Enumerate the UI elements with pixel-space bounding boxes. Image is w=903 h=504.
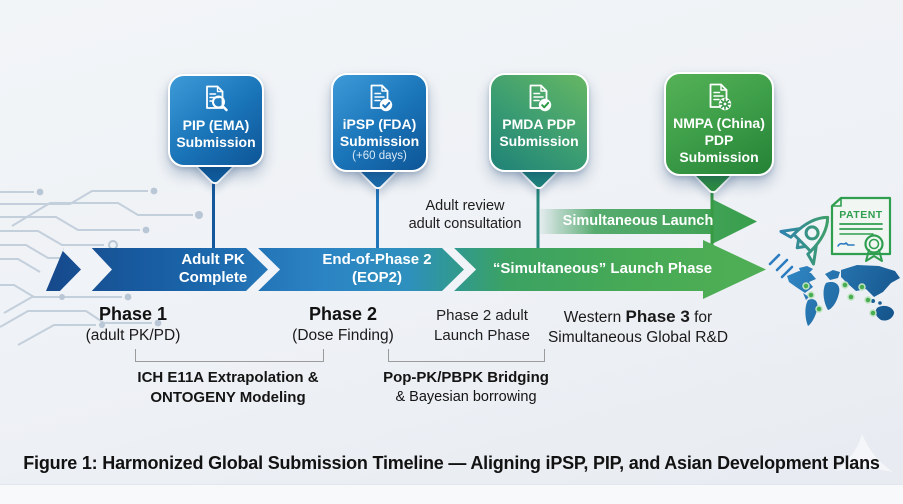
phase-3-bold: Phase 3 — [625, 307, 690, 326]
launch-arrow-label: Simultaneous Launch — [562, 213, 714, 229]
phase-3-pre: Western — [563, 309, 626, 326]
phase-2-adult-launch-label: Phase 2 adult Launch Phase — [434, 307, 530, 344]
bracket-phase1-2 — [135, 349, 324, 362]
document-check-icon — [370, 84, 392, 112]
phase-3-line2: Simultaneous Global R&D — [547, 329, 729, 347]
callout-nmpa-pdp: NMPA (China) PDP Submission — [664, 72, 774, 176]
callout-note: (+60 days) — [352, 149, 407, 162]
simultaneous-launch-arrow — [540, 199, 757, 244]
sail-ornament — [836, 434, 893, 472]
band-chevrons — [56, 241, 477, 298]
phase-1-label: Phase 1 (adult PK/PD) — [58, 304, 208, 345]
phase-2-label: Phase 2 (Dose Finding) — [268, 304, 418, 345]
map-location-dots — [802, 281, 877, 317]
phase-subtitle: (adult PK/PD) — [85, 326, 181, 344]
bottom-strip — [0, 484, 903, 504]
callout-ipsp-fda: iPSP (FDA) Submission (+60 days) — [331, 73, 428, 172]
figure-caption: Figure 1: Harmonized Global Submission T… — [23, 453, 880, 473]
callout-pmda-pdp: PMDA PDP Submission — [489, 73, 589, 172]
phase-subtitle: (Dose Finding) — [292, 326, 394, 344]
phase-3-post: for — [689, 309, 713, 326]
world-map — [787, 265, 900, 326]
document-check-icon — [529, 84, 552, 112]
bracket-phase2-launch — [388, 349, 545, 362]
callout-label: PIP (EMA) Submission — [176, 117, 256, 150]
patent-certificate-icon: PATENT — [830, 196, 892, 262]
timeline-band — [46, 240, 766, 299]
band-segment-adult-pk: Adult PK Complete — [178, 251, 248, 286]
document-gear-icon — [709, 83, 732, 111]
callout-label: NMPA (China) PDP Submission — [673, 115, 765, 165]
launch-artwork: PATENT — [768, 196, 900, 326]
circuit-pattern — [0, 187, 203, 346]
phase-title: Phase 2 — [308, 304, 378, 324]
callout-label: PMDA PDP Submission — [499, 116, 579, 149]
adult-review-note: Adult review adult consultation — [408, 198, 522, 232]
patent-label: PATENT — [839, 209, 883, 221]
annotation-pop-pk: Pop-PK/PBPK Bridging & Bayesian borrowin… — [383, 369, 549, 405]
rocket-icon — [768, 215, 830, 279]
band-segment-launch-phase: “Simultaneous” Launch Phase — [492, 260, 713, 277]
band-segment-eop2: End-of-Phase 2 (EOP2) — [322, 251, 432, 286]
phase-title: Phase 1 — [98, 304, 168, 324]
annotation-ich-e11a: ICH E11A Extrapolation & ONTOGENY Modeli… — [137, 369, 319, 406]
callout-label: iPSP (FDA) Submission — [339, 116, 420, 149]
phase-3-western-label: Western Phase 3 for Simultaneous Global … — [543, 306, 733, 349]
document-search-icon — [206, 85, 228, 112]
callout-pip-ema: PIP (EMA) Submission — [168, 74, 264, 167]
